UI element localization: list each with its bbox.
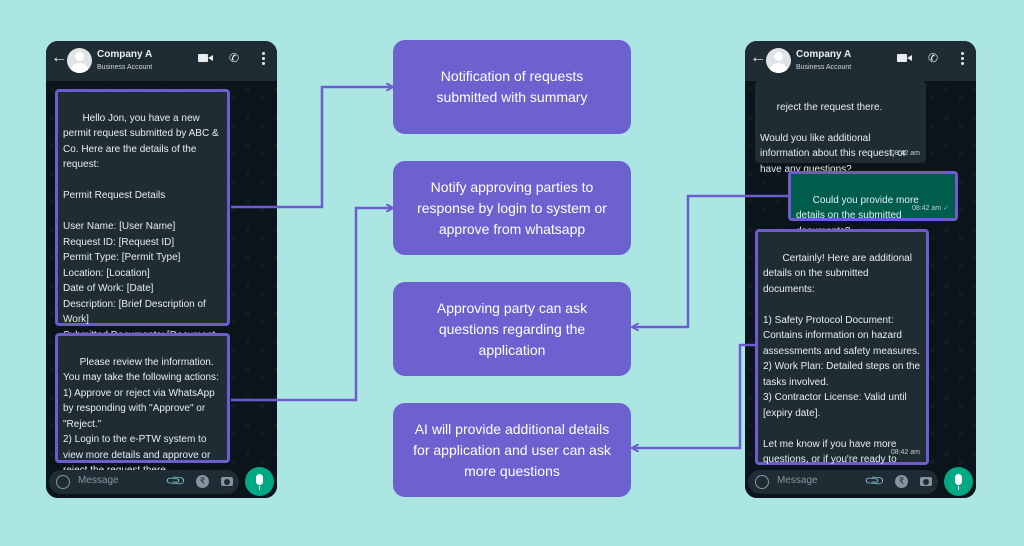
step-box-notification: Notification of requests submitted with … (393, 40, 631, 134)
step-box-ask-questions: Approving party can ask questions regard… (393, 282, 631, 376)
camera-icon[interactable] (920, 477, 932, 486)
microphone-button[interactable] (245, 467, 274, 496)
message-time: 08:42 am (890, 448, 920, 456)
message-time: 08:42 am✓ (911, 204, 949, 212)
phone-call-icon[interactable]: ✆ (229, 51, 240, 65)
avatar[interactable] (766, 48, 791, 73)
chat-area: Hello Jon, you have a new permit request… (46, 81, 277, 498)
left-phone-screen: ← Company A Business Account ✆ Hello Jon… (46, 41, 277, 498)
message-text: Please review the information. You may t… (63, 356, 219, 477)
microphone-button[interactable] (944, 467, 973, 496)
camera-icon[interactable] (221, 477, 233, 486)
chat-header: ← Company A Business Account ✆ (46, 41, 277, 81)
message-input[interactable]: Message 📎 ₹ (748, 470, 938, 494)
message-placeholder: Message (78, 475, 119, 486)
message-input[interactable]: Message 📎 ₹ (49, 470, 239, 494)
message-bubble: reject the request there. Would you like… (755, 81, 926, 175)
outgoing-message-bubble: Could you provide more details on the su… (788, 171, 958, 237)
message-bubble: Certainly! Here are additional details o… (755, 229, 929, 481)
right-phone-screen: ← Company A Business Account ✆ reject th… (745, 41, 976, 498)
message-time: 08:42 am (890, 149, 920, 157)
message-placeholder: Message (777, 475, 818, 486)
connector-arrow (633, 343, 757, 448)
phone-call-icon[interactable]: ✆ (928, 51, 939, 65)
more-options-icon[interactable] (262, 52, 265, 67)
attach-icon[interactable]: 📎 (863, 469, 886, 492)
microphone-icon (955, 474, 962, 485)
message-text: Certainly! Here are additional details o… (763, 252, 921, 481)
back-arrow-icon[interactable]: ← (51, 49, 67, 66)
message-bubble: Hello Jon, you have a new permit request… (55, 89, 230, 356)
emoji-icon[interactable] (56, 475, 70, 489)
step-box-ai-details: AI will provide additional details for a… (393, 403, 631, 497)
message-text: Hello Jon, you have a new permit request… (63, 112, 219, 357)
step-text: Notify approving parties to response by … (417, 178, 607, 237)
emoji-icon[interactable] (755, 475, 769, 489)
read-tick-icon: ✓ (943, 204, 949, 212)
back-arrow-icon[interactable]: ← (750, 49, 766, 66)
contact-name[interactable]: Company A (796, 49, 852, 60)
message-bubble: Please review the information. You may t… (55, 333, 230, 476)
step-text: Approving party can ask questions regard… (436, 299, 588, 358)
message-text: reject the request there. Would you like… (760, 101, 907, 175)
payment-icon[interactable]: ₹ (196, 475, 209, 488)
contact-name[interactable]: Company A (97, 49, 153, 60)
more-options-icon[interactable] (961, 52, 964, 67)
video-call-icon[interactable] (897, 54, 912, 62)
avatar[interactable] (67, 48, 92, 73)
step-text: AI will provide additional details for a… (413, 420, 611, 479)
chat-header: ← Company A Business Account ✆ (745, 41, 976, 81)
chat-area: reject the request there. Would you like… (745, 81, 976, 498)
attach-icon[interactable]: 📎 (164, 469, 187, 492)
step-text: Notification of requests submitted with … (436, 68, 588, 105)
step-box-notify-approvers: Notify approving parties to response by … (393, 161, 631, 255)
contact-subtitle: Business Account (97, 64, 153, 71)
contact-subtitle: Business Account (796, 64, 852, 71)
microphone-icon (256, 474, 263, 485)
video-call-icon[interactable] (198, 54, 213, 62)
payment-icon[interactable]: ₹ (895, 475, 908, 488)
